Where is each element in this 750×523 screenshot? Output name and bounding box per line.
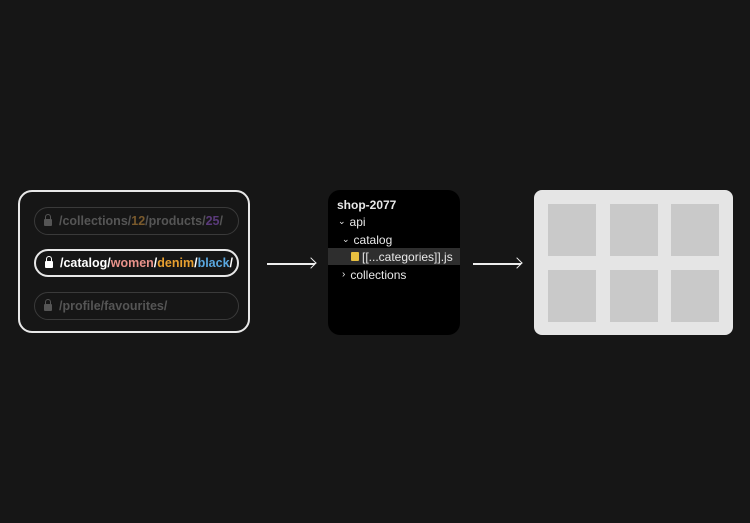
grid-cell bbox=[610, 204, 658, 256]
tree-folder-catalog[interactable]: ⌄catalog bbox=[328, 231, 460, 248]
chevron-right-icon: › bbox=[342, 269, 346, 280]
route-segment: / bbox=[229, 256, 234, 270]
route-segment: / bbox=[194, 256, 198, 270]
arrow-icon bbox=[473, 263, 521, 265]
route-segment: women bbox=[110, 256, 154, 270]
route-pill: /profile/favourites/ bbox=[34, 292, 239, 320]
tree-file-selected[interactable]: [[...categories]].js bbox=[328, 248, 460, 265]
product-grid bbox=[534, 190, 733, 335]
route-segment: 25 bbox=[205, 214, 220, 228]
grid-cell bbox=[671, 204, 719, 256]
route-segment: /products/ bbox=[145, 214, 206, 228]
route-pill-active: /catalog/women/denim/black/ bbox=[34, 249, 239, 277]
folder-label: api bbox=[349, 214, 366, 229]
route-segment: black bbox=[197, 256, 230, 270]
route-text: /profile/favourites/ bbox=[59, 299, 167, 313]
route-text: /collections/12/products/25/ bbox=[59, 214, 223, 228]
route-segment: / bbox=[153, 256, 158, 270]
file-tree: shop-2077 ⌄api ⌄catalog [[...categories]… bbox=[328, 190, 460, 335]
js-file-icon bbox=[351, 252, 359, 261]
chevron-down-icon: ⌄ bbox=[342, 234, 350, 244]
route-text: /catalog/women/denim/black/ bbox=[60, 256, 233, 270]
routes-panel: /collections/12/products/25/ /catalog/wo… bbox=[18, 190, 250, 333]
chevron-down-icon: ⌄ bbox=[338, 216, 346, 226]
route-segment: /collections/ bbox=[59, 214, 132, 228]
route-segment: /catalog/ bbox=[60, 256, 111, 270]
file-label: [[...categories]].js bbox=[362, 249, 453, 264]
route-segment: / bbox=[219, 214, 223, 228]
grid-cell bbox=[671, 270, 719, 322]
lock-icon bbox=[44, 214, 52, 226]
lock-icon bbox=[44, 299, 52, 311]
tree-folder-api[interactable]: ⌄api bbox=[328, 213, 460, 230]
folder-label: collections bbox=[350, 267, 407, 282]
route-segment: 12 bbox=[131, 214, 146, 228]
folder-label: catalog bbox=[353, 232, 393, 247]
grid-cell bbox=[548, 204, 596, 256]
tree-folder-collections[interactable]: › collections bbox=[328, 266, 460, 283]
route-segment: /profile/favourites/ bbox=[59, 299, 168, 313]
tree-root: shop-2077 bbox=[337, 197, 397, 212]
lock-icon bbox=[45, 256, 53, 268]
grid-cell bbox=[610, 270, 658, 322]
arrow-icon bbox=[267, 263, 315, 265]
route-segment: denim bbox=[157, 256, 195, 270]
route-pill: /collections/12/products/25/ bbox=[34, 207, 239, 235]
grid-cell bbox=[548, 270, 596, 322]
